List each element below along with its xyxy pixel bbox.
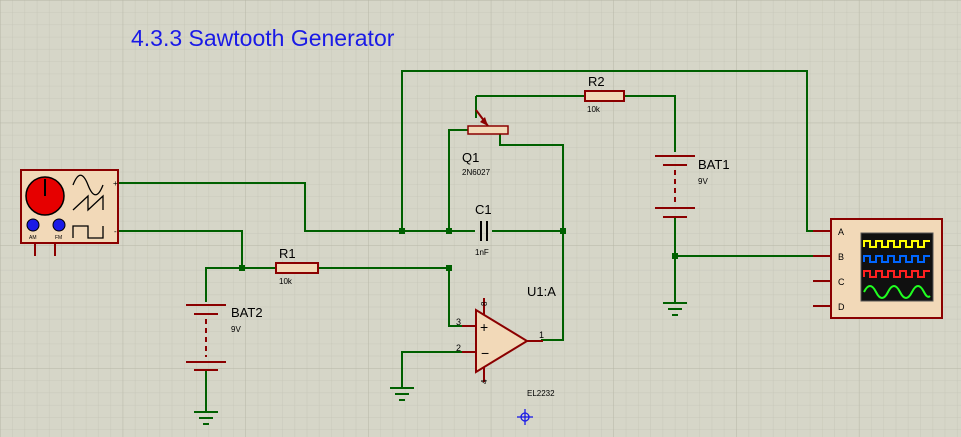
wire-r1-opamp[interactable]: [318, 267, 470, 327]
opamp-pin-3-label: 3: [456, 317, 461, 327]
scope-channel-a-label: A: [838, 227, 844, 237]
q1-arrow: [480, 117, 488, 126]
scope-screen: [860, 232, 934, 302]
fm-label: FM: [55, 235, 62, 241]
opamp-value: EL2232: [527, 389, 555, 398]
siggen-plus-terminal: +: [113, 179, 118, 188]
square-wave-icon: [72, 225, 104, 239]
junction-dot: [399, 228, 405, 234]
ground-icon: [194, 411, 218, 425]
scope-channel-c-label: C: [838, 277, 845, 287]
opamp-u1a[interactable]: + − 3 2 1 8 4 U1:A EL2232: [456, 284, 556, 398]
bat2-value: 9V: [231, 325, 241, 334]
transistor-q1[interactable]: Q1 2N6027: [462, 109, 509, 177]
opamp-ref: U1:A: [527, 284, 556, 299]
opamp-pin-8-label: 8: [480, 301, 489, 306]
ground-symbols: [194, 302, 687, 425]
wire-siggen-minus[interactable]: [118, 230, 243, 268]
am-knob[interactable]: [26, 218, 40, 232]
fm-knob[interactable]: [52, 218, 66, 232]
scope-trace-d: [863, 285, 931, 299]
sine-wave-icon: [72, 174, 104, 196]
scope-channel-b-label: B: [838, 252, 844, 262]
opamp-pin-1-label: 1: [539, 330, 544, 340]
junctions: [239, 228, 678, 271]
junction-dot: [446, 228, 452, 234]
ground-icon: [390, 387, 414, 401]
bat1-value: 9V: [698, 177, 708, 186]
scope-channel-d-label: D: [838, 302, 845, 312]
wire-bat2-top[interactable]: [205, 267, 276, 302]
scope-trace-c: [863, 270, 930, 278]
signal-generator[interactable]: AM FM + -: [20, 169, 119, 256]
opamp-pin-4-label: 4: [480, 379, 489, 384]
ground-icon: [663, 302, 687, 316]
wire-siggen-plus[interactable]: [118, 182, 475, 232]
r2-ref: R2: [588, 74, 605, 89]
battery-bat2[interactable]: BAT2 9V: [186, 304, 263, 371]
am-label: AM: [29, 235, 37, 241]
junction-dot: [560, 228, 566, 234]
capacitor-c1[interactable]: C1 1nF: [475, 202, 492, 257]
q1-value: 2N6027: [462, 168, 491, 177]
c1-value: 1nF: [475, 248, 489, 257]
c1-ref: C1: [475, 202, 492, 217]
resistor-r1[interactable]: R1 10k: [275, 246, 319, 286]
sawtooth-wave-icon: [72, 194, 104, 212]
q1-ref: Q1: [462, 150, 479, 165]
resistor-r2[interactable]: R2 10k: [584, 74, 625, 114]
opamp-plus-sign: +: [480, 319, 488, 335]
opamp-body: [475, 308, 529, 374]
oscilloscope[interactable]: A B C D: [813, 218, 943, 319]
r2-value: 10k: [587, 105, 601, 114]
r1-value: 10k: [279, 277, 293, 286]
r1-ref: R1: [279, 246, 296, 261]
q1-body: [467, 125, 509, 135]
wire-q1-right[interactable]: [499, 130, 564, 231]
r1-body: [275, 262, 319, 274]
r2-body: [584, 90, 625, 102]
battery-bat1[interactable]: BAT1 9V: [655, 155, 730, 218]
junction-dot: [239, 265, 245, 271]
junction-dot: [672, 253, 678, 259]
waveform-icons: [72, 174, 104, 239]
junction-dot: [446, 265, 452, 271]
bat2-ref: BAT2: [231, 305, 263, 320]
scope-trace-b: [863, 255, 930, 263]
page-title: 4.3.3 Sawtooth Generator: [131, 25, 395, 51]
opamp-pin-2-label: 2: [456, 343, 461, 353]
wire-c1-right[interactable]: [492, 230, 564, 341]
opamp-minus-sign: −: [481, 345, 489, 361]
wire-r2-bat1[interactable]: [624, 95, 676, 152]
origin-marker-icon: [517, 409, 533, 425]
scope-trace-a: [863, 240, 930, 248]
siggen-minus-terminal: -: [114, 227, 117, 236]
bat1-ref: BAT1: [698, 157, 730, 172]
wire-opamp-minus[interactable]: [401, 351, 470, 388]
